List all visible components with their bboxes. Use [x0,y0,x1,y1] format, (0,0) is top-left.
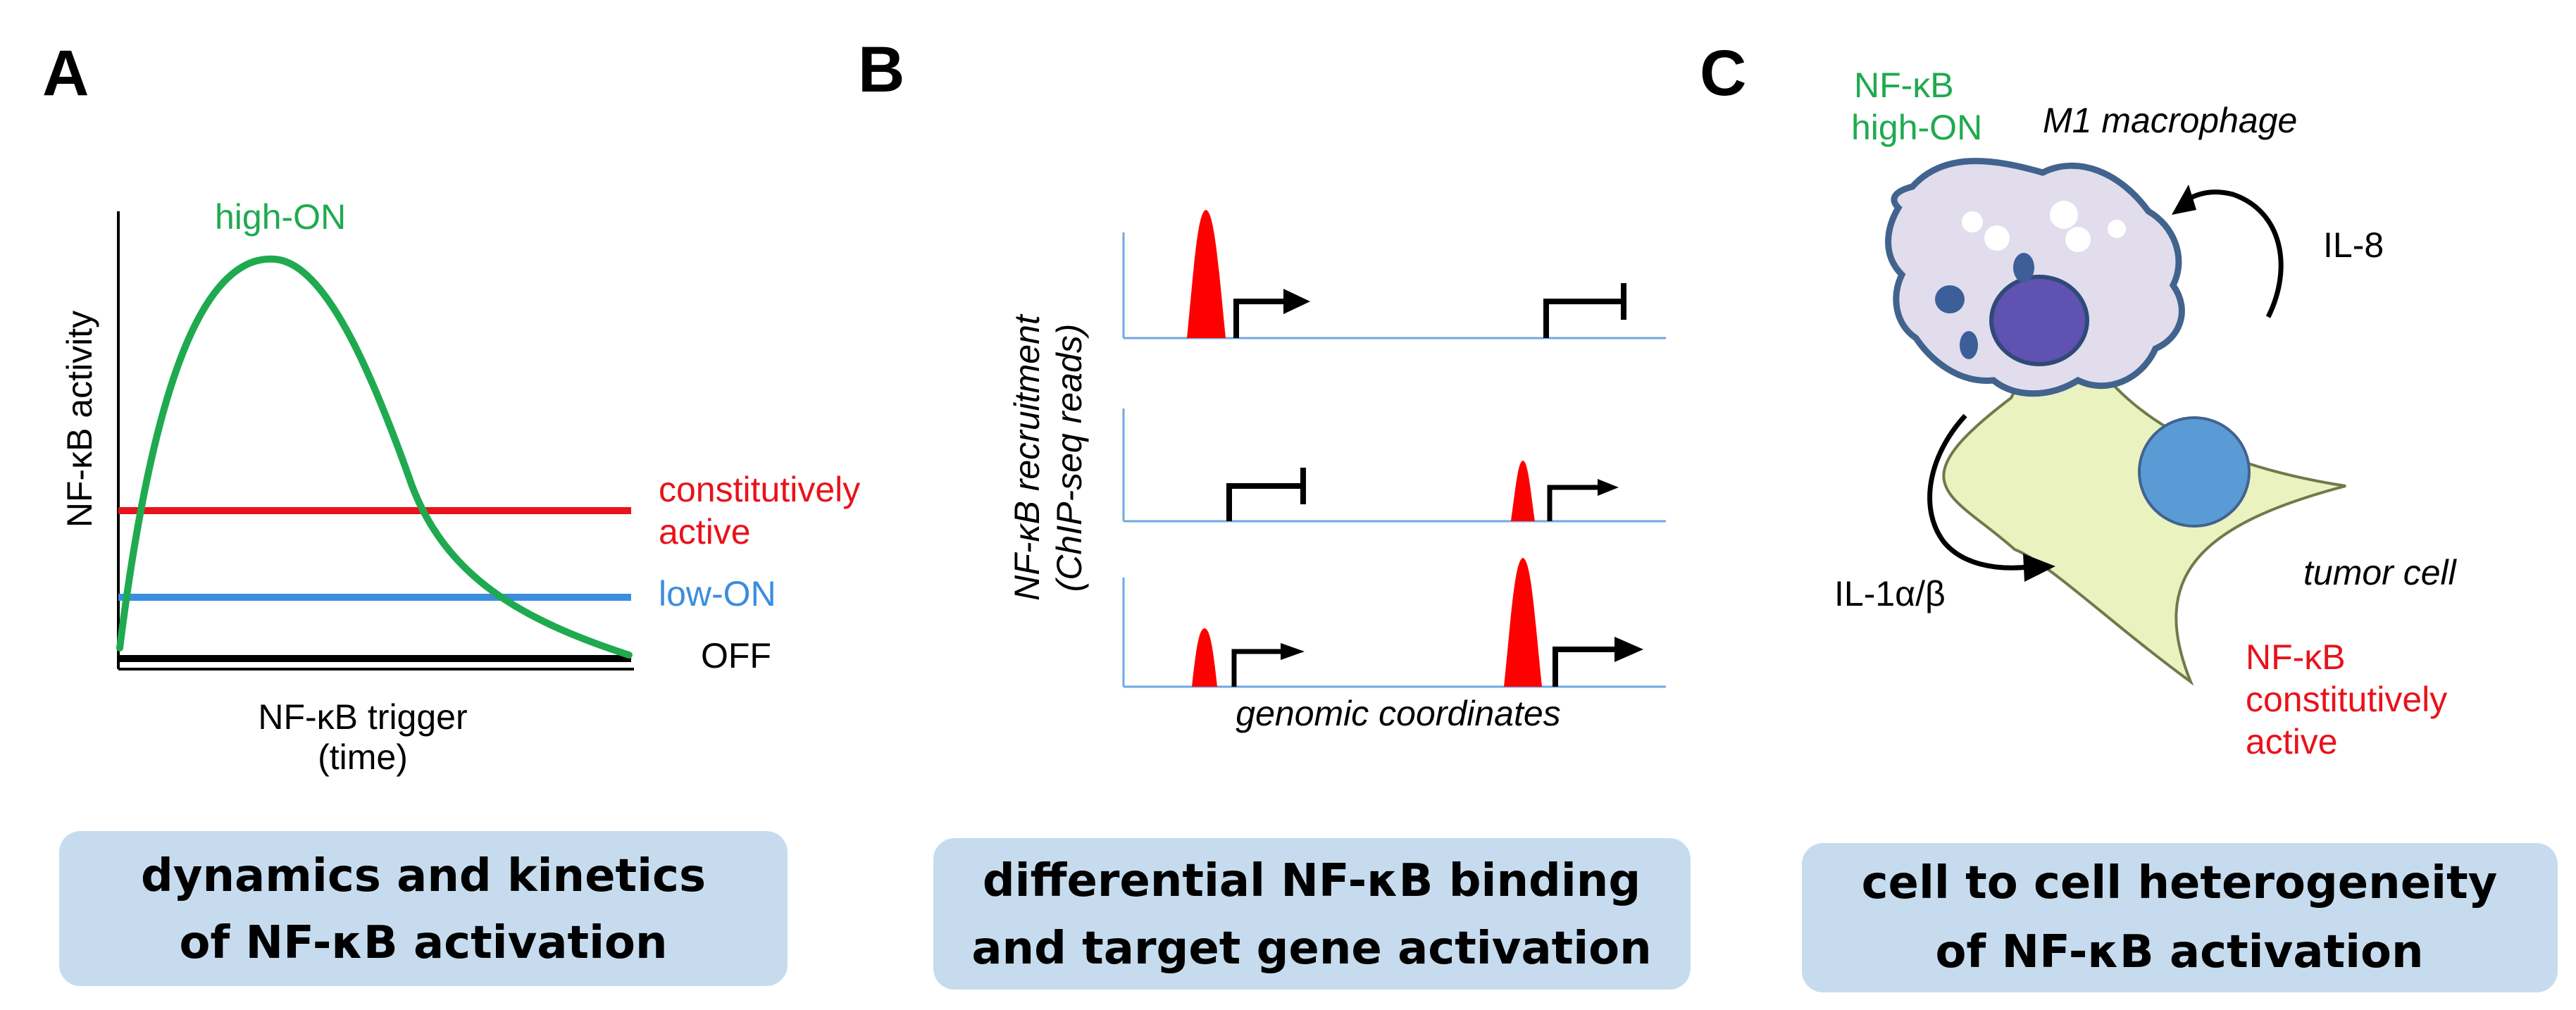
label-tumor: tumor cell [2303,553,2458,592]
panel-c-letter: C [1700,37,1746,109]
panel-b-ylabel-line1: NF-κB recruitment [1007,313,1047,601]
label-nfkb-high-line2: high-ON [1851,108,1982,147]
track-2-inactive-promoter [1226,483,1303,521]
label-nfkb-const-line2: constitutively [2246,680,2447,719]
panel-b-letter: B [858,34,904,106]
track-2-peak-1 [1511,461,1535,521]
panel-b-ylabel-line2: (ChIP-seq reads) [1050,324,1089,592]
macrophage-granule-4 [2065,227,2091,252]
il1-arrow [1927,413,2029,571]
label-nfkb-const-line1: NF-κB [2246,637,2346,677]
track-3-peak-1 [1192,628,1217,687]
label-il1: IL-1α/β [1834,574,1946,613]
il1-arrowhead [2023,554,2055,582]
macrophage-nucleus [1989,275,2089,366]
panel-b-caption-box [933,838,1691,990]
track-2 [1122,409,1666,523]
track-1-active-promoter [1233,299,1289,338]
label-constitutive-line1: constitutively [659,470,860,509]
panel-c-caption-line2: of NF-κB activation [1935,926,2423,978]
panel-a-xlabel-line1: NF-κB trigger [258,697,467,737]
panel-c-caption-line1: cell to cell heterogeneity [1862,857,2498,909]
panel-a: A high-ON constitutively active low-ON O… [42,37,860,986]
label-macrophage: M1 macrophage [2043,101,2297,140]
panel-a-letter: A [42,37,89,109]
panel-b-xlabel: genomic coordinates [1236,694,1560,733]
high-on-curve [116,255,633,659]
track-3-peak-2 [1504,558,1542,687]
label-nfkb-const-line3: active [2246,722,2338,761]
label-high-on: high-ON [215,197,346,237]
panel-a-ylabel: NF-κB activity [60,311,99,528]
label-nfkb-high-line1: NF-κB [1854,66,1954,105]
track-1 [1122,210,1666,339]
label-constitutive-line2: active [659,512,751,551]
il8-arrowhead [2172,185,2196,215]
label-off: OFF [701,636,771,675]
track-3-active-promoter-1 [1231,649,1286,687]
panel-b-caption-line2: and target gene activation [971,923,1651,975]
macrophage-vesicle-3 [2013,253,2034,282]
tumor-nucleus [2138,416,2251,528]
track-3-arrowhead-2 [1614,637,1643,662]
track-1-peak-1 [1187,210,1226,338]
macrophage-granule-5 [2108,220,2126,238]
track-1-inactive-promoter [1543,299,1624,338]
macrophage-vesicle-2 [1960,331,1978,359]
panel-a-caption-line2: of NF-κB activation [179,917,667,969]
panel-c-caption-box [1802,843,2558,992]
macrophage-granule-3 [2050,201,2078,229]
panel-a-caption-box [59,831,788,986]
track-3-arrowhead-1 [1281,643,1305,660]
track-2-arrowhead [1598,479,1619,496]
panel-c: C NF-κB high-ON M1 macrophage IL-8 IL-1α… [1700,37,2558,992]
macrophage-granule-2 [1984,225,2010,251]
panel-b: B [858,34,1691,990]
panel-b-caption-line1: differential NF-κB binding [983,855,1641,907]
track-3 [1122,558,1666,688]
il8-arrow [2178,189,2284,318]
panel-a-caption-line1: dynamics and kinetics [141,850,706,902]
label-il8: IL-8 [2323,225,2384,265]
track-2-active-promoter [1547,485,1603,521]
label-low-on: low-ON [659,574,776,613]
track-3-active-promoter-2 [1553,647,1620,687]
track-1-arrowhead [1283,289,1310,314]
panel-a-xlabel-line2: (time) [318,737,408,777]
macrophage-granule-1 [1962,211,1983,232]
macrophage-vesicle-1 [1935,285,1965,313]
